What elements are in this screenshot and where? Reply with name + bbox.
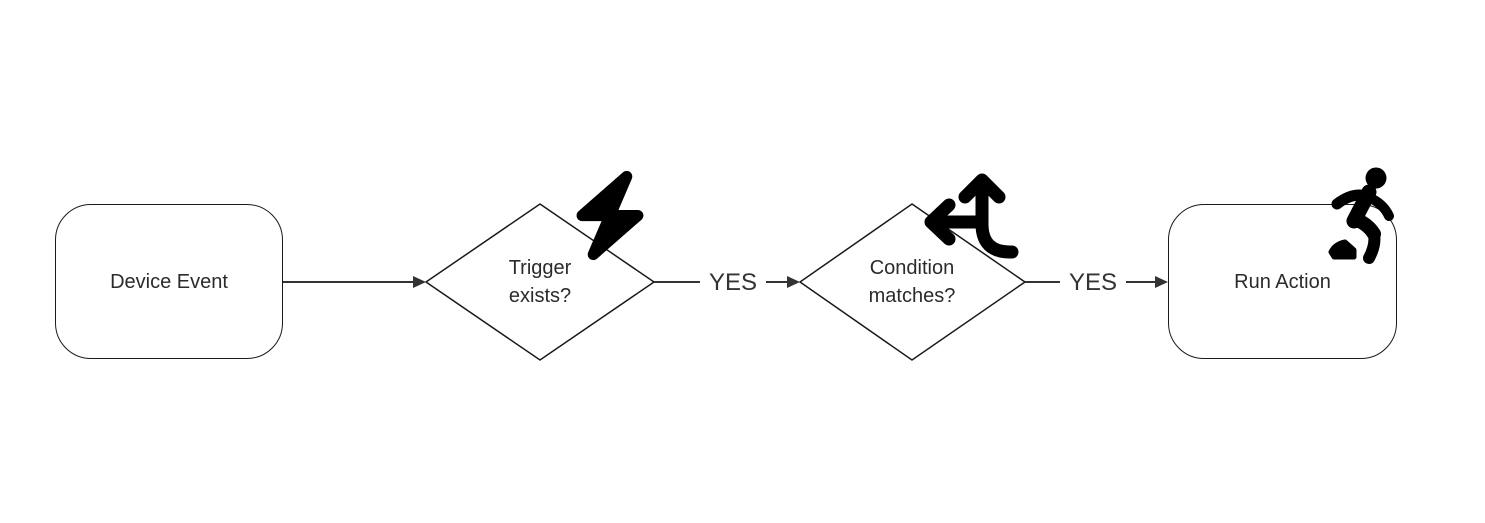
node-run-action: Run Action	[1168, 204, 1397, 359]
node-trigger-exists-label-wrap: Trigger exists?	[483, 240, 597, 324]
node-device-event: Device Event	[55, 204, 283, 359]
lightning-bolt-icon	[576, 170, 644, 261]
node-run-action-label: Run Action	[1234, 270, 1331, 293]
edge-label-yes-2: YES	[1059, 269, 1127, 297]
node-condition-matches-label-wrap: Condition matches?	[857, 240, 967, 324]
node-device-event-label: Device Event	[110, 270, 228, 293]
arrowhead-icon	[413, 276, 426, 288]
arrowhead-icon	[1155, 276, 1168, 288]
arrowhead-icon	[787, 276, 800, 288]
edge-label-yes-1: YES	[699, 269, 767, 297]
person-running-icon	[1328, 167, 1394, 264]
node-trigger-exists-label: Trigger exists?	[508, 257, 572, 307]
decision-diamond-condition-matches	[798, 203, 1027, 361]
node-condition-matches-label: Condition matches?	[868, 257, 956, 307]
arrows-split-up-left-icon	[924, 173, 1019, 259]
